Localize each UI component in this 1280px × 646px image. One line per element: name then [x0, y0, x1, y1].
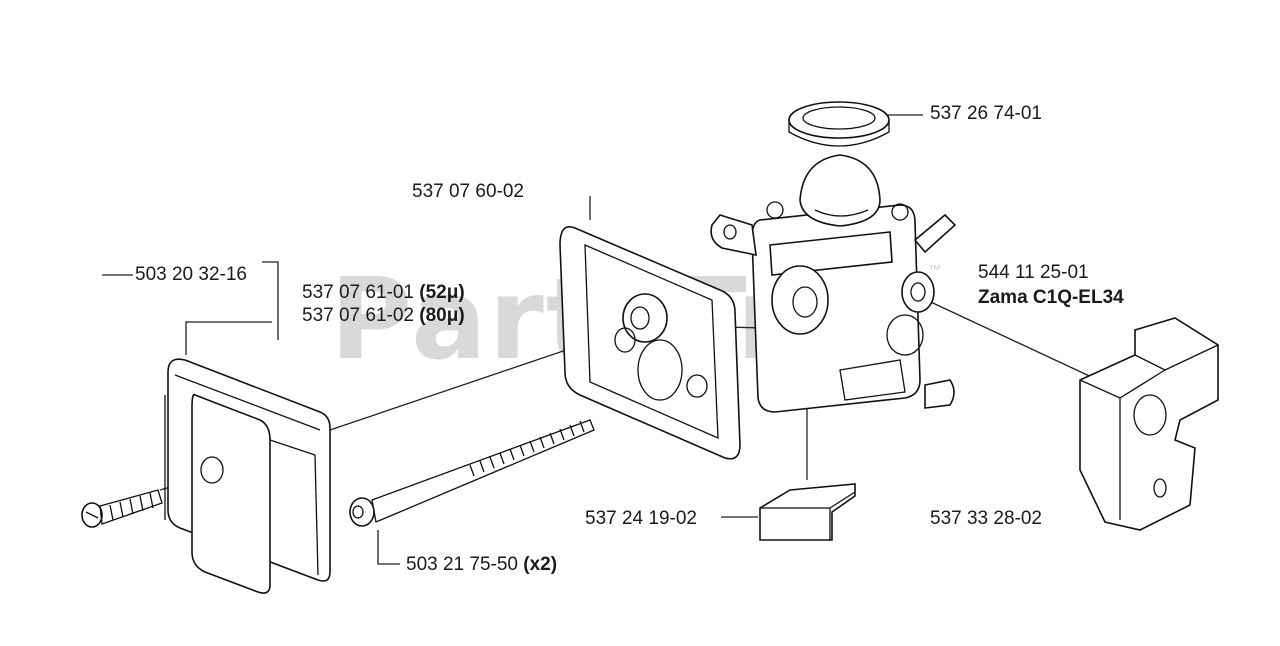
leader-544-11-25-01	[904, 289, 1099, 381]
part-number-537-07-61-01: 537 07 61-01 (52μ)	[302, 282, 465, 304]
part-spec-80: (80μ)	[419, 305, 465, 326]
carburetor-model: Zama C1Q-EL34	[978, 287, 1124, 308]
part-number-544-11-25-01: 544 11 25-01	[978, 262, 1089, 283]
part-number-537-07-61-02: 537 07 61-02 (80μ)	[302, 305, 465, 327]
filter-gasket-plate	[559, 226, 741, 460]
part-number-537-33-28-02: 537 33 28-02	[930, 508, 1042, 529]
part-number-537-07-60-02: 537 07 60-02	[412, 181, 524, 202]
leader-503-21-75-50	[377, 530, 400, 565]
long-bolt	[349, 419, 595, 527]
part-number-503-21-75-50: 503 21 75-50 (x2)	[406, 554, 557, 576]
ring-gasket	[788, 101, 890, 147]
part-number-537-24-19-02: 537 24 19-02	[585, 508, 697, 529]
part-number-537-07-61-02-num: 537 07 61-02	[302, 305, 414, 326]
watermark-trademark: ™	[928, 262, 941, 277]
housing-screw	[81, 489, 163, 528]
air-filter-housing	[164, 358, 331, 594]
carburetor	[710, 154, 957, 413]
part-quantity: (x2)	[523, 554, 558, 575]
leader-filter-housing	[185, 321, 272, 355]
bracket-537-07-61	[262, 261, 279, 340]
part-number-537-26-74-01: 537 26 74-01	[930, 103, 1042, 124]
insulator-block	[1079, 317, 1219, 531]
part-number-503-21-75-50-num: 503 21 75-50	[406, 554, 518, 575]
part-number-503-20-32-16: 503 20 32-16	[135, 264, 247, 285]
spacer-block	[759, 483, 856, 541]
part-spec-52: (52μ)	[419, 282, 465, 303]
part-number-537-07-61-01-num: 537 07 61-01	[302, 282, 414, 303]
